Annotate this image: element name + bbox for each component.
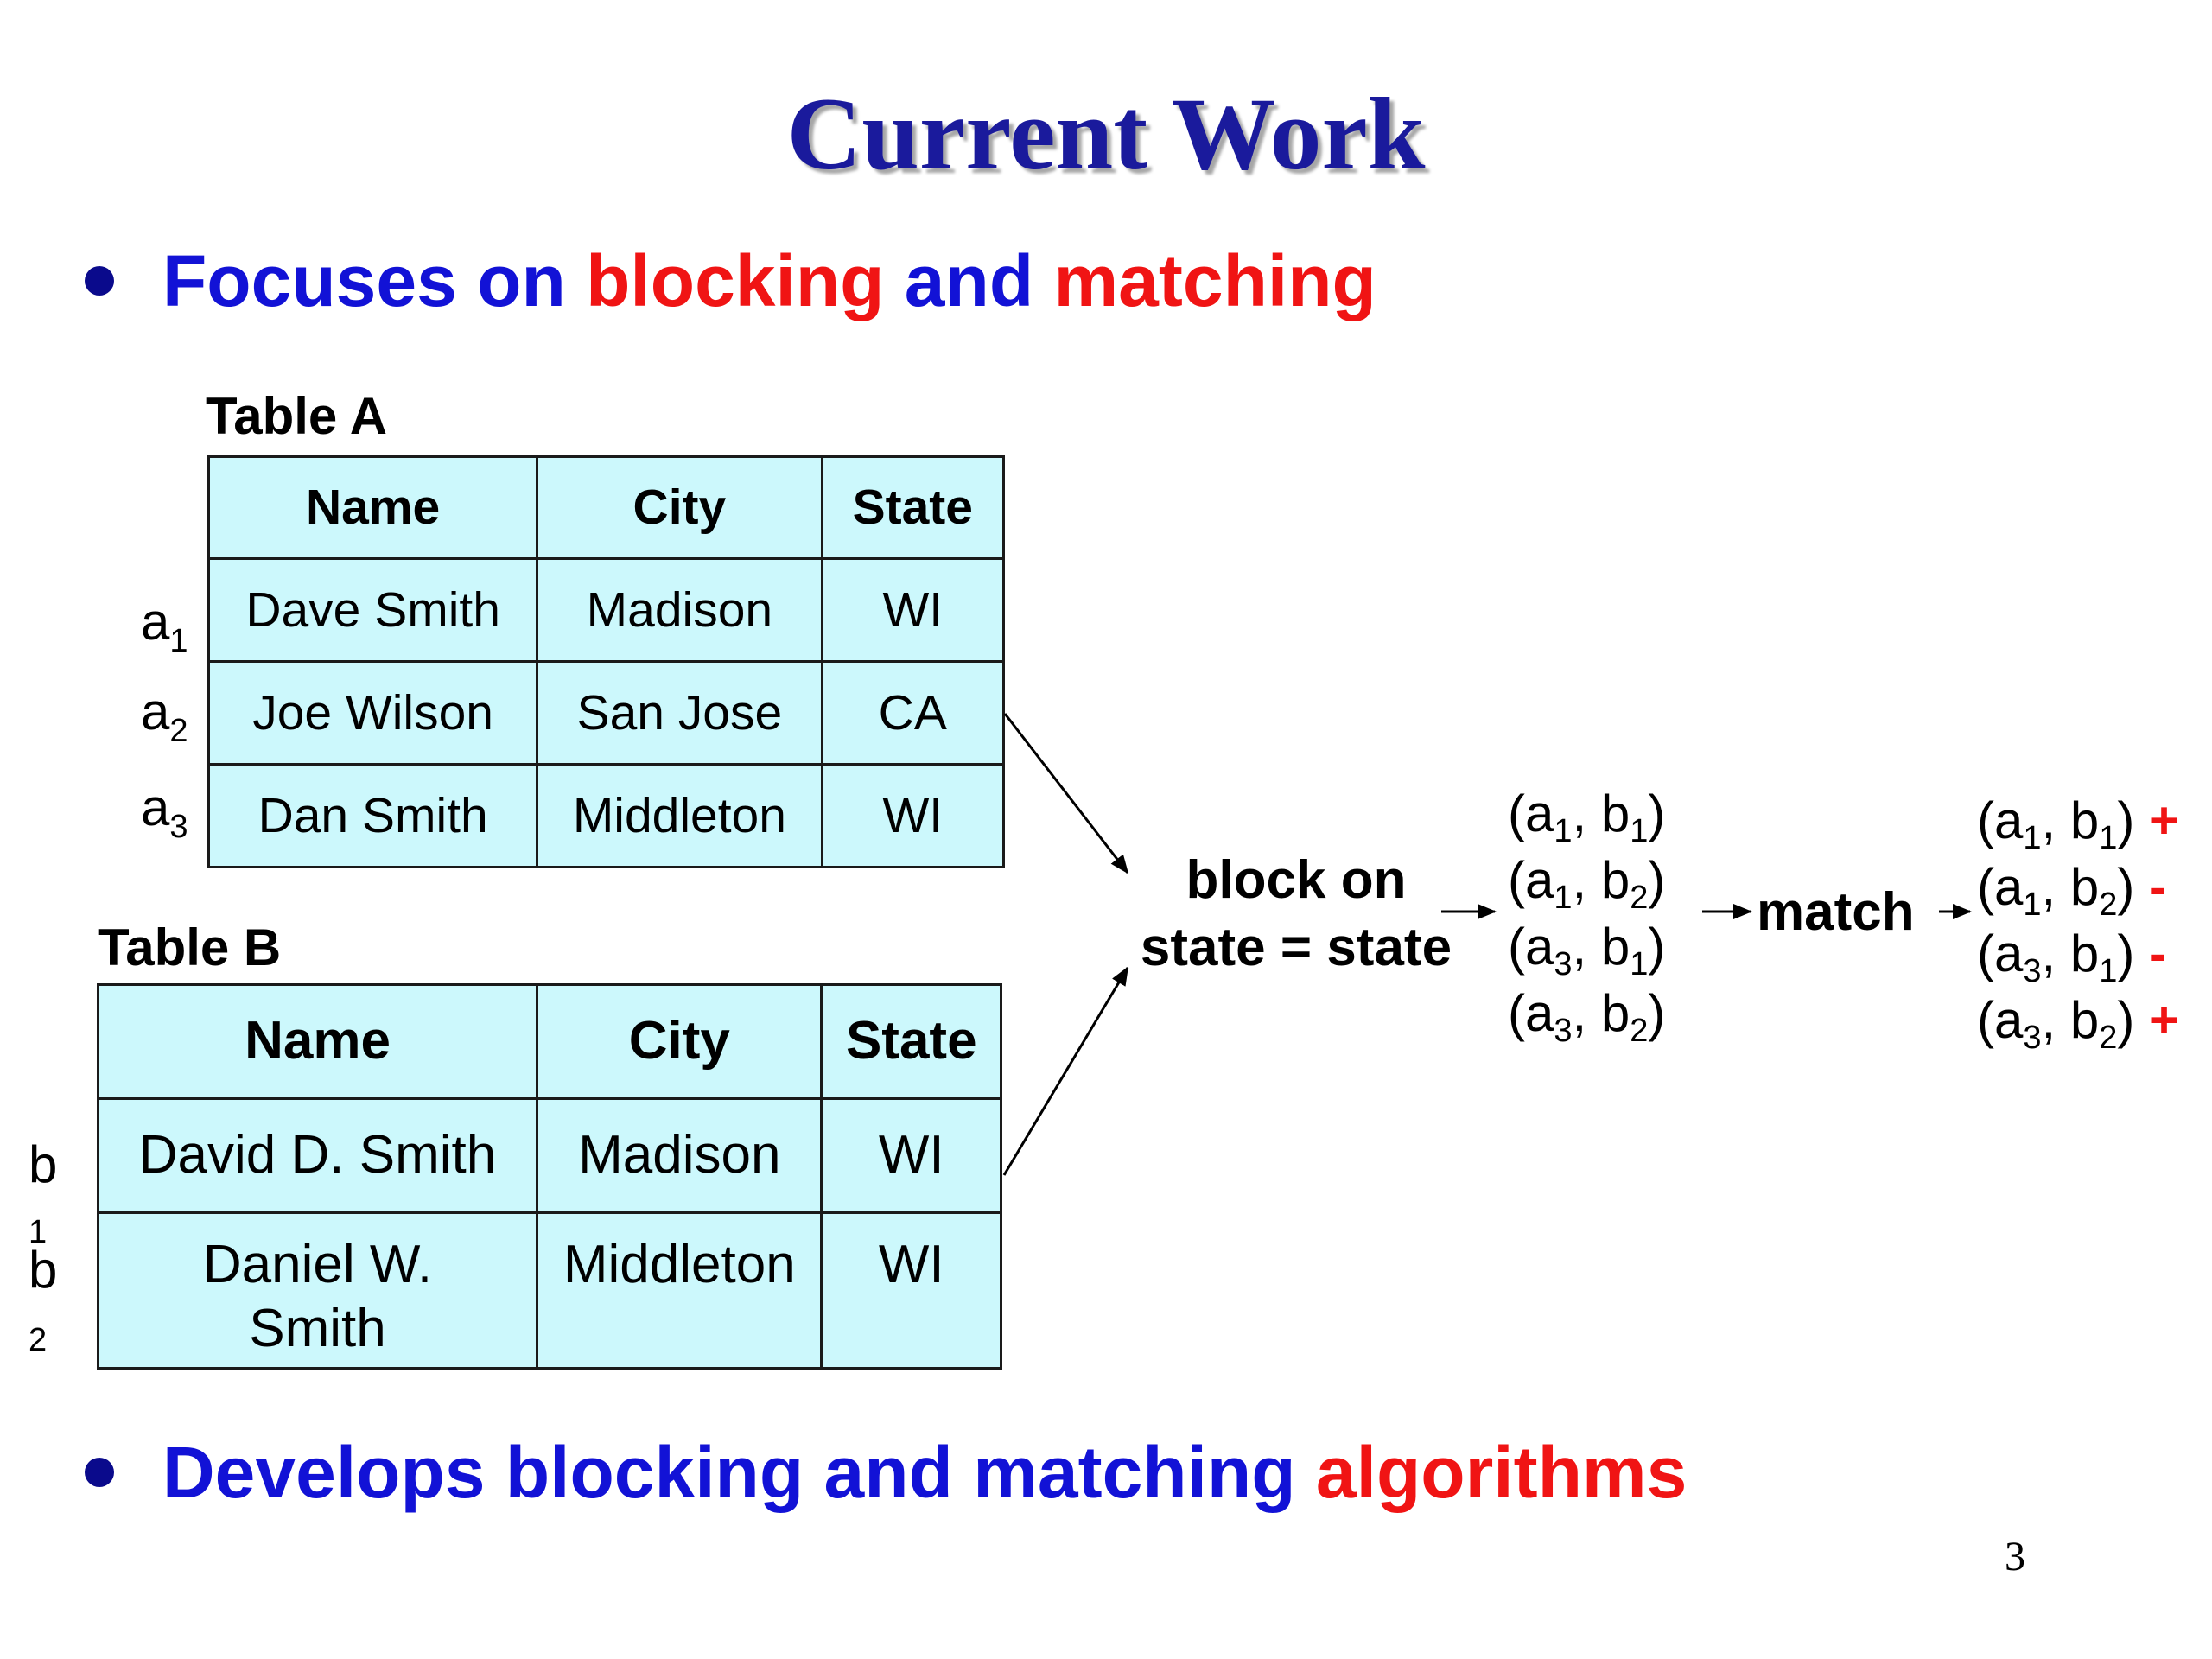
table-a: Name City State Dave Smith Madison WI Jo… [207, 455, 1006, 868]
table-b-cell-state: WI [820, 1097, 1002, 1214]
bullet-2: Develops blocking and matching algorithm… [162, 1436, 1687, 1509]
table-row: Dave Smith Madison WI [207, 557, 1006, 663]
row-label-a3: a3 [141, 779, 188, 845]
block-label-line-1: block on [1185, 850, 1407, 910]
bullet-1: Focuses on blocking and matching [162, 245, 1376, 317]
arrow-table-b-to-block [1002, 966, 1129, 1176]
candidate-pair: (a1, b1) [1508, 785, 1666, 849]
row-label-b1-sub: 1 [29, 1214, 48, 1250]
block-label: block on state = state [1132, 847, 1460, 982]
bullet-2-seg-2: algorithms [1315, 1432, 1688, 1513]
table-a-cell-name: Joe Wilson [207, 660, 539, 766]
candidate-pair: (a3, b2) [1508, 984, 1666, 1049]
table-a-cell-state: WI [820, 763, 1006, 868]
candidate-pair: (a3, b1) [1508, 918, 1666, 982]
match-result: (a3, b1) - [1977, 925, 2166, 989]
match-result: (a1, b1) + [1977, 791, 2180, 856]
table-a-header-name: Name [207, 455, 539, 560]
table-a-header-state: State [820, 455, 1006, 560]
table-a-header-row: Name City State [207, 455, 1006, 560]
page-number: 3 [2005, 1534, 2025, 1580]
table-b-header-name: Name [96, 983, 539, 1100]
match-result: (a3, b2) + [1977, 991, 2180, 1056]
match-result: (a1, b2) - [1977, 858, 2166, 923]
table-a-cell-city: Madison [536, 557, 823, 663]
arrow-table-a-to-block [1003, 713, 1129, 874]
table-row: Daniel W. Smith Middleton WI [96, 1211, 1002, 1370]
table-a-cell-state: CA [820, 660, 1006, 766]
bullet-1-seg-2: blocking [586, 240, 885, 321]
slide-title: Current Work [786, 76, 1426, 191]
row-label-a2: a2 [141, 683, 188, 749]
table-b: Name City State David D. Smith Madison W… [96, 983, 1002, 1370]
table-b-cell-city: Madison [536, 1097, 823, 1214]
block-label-line-2: state = state [1140, 918, 1452, 977]
table-b-header-state: State [820, 983, 1002, 1100]
candidate-pairs: (a1, b1) (a1, b2) (a3, b1) (a3, b2) [1508, 788, 1665, 1054]
table-row: David D. Smith Madison WI [96, 1097, 1002, 1214]
bullet-1-seg-4: matching [1053, 240, 1376, 321]
table-b-header-city: City [536, 983, 823, 1100]
candidate-pair: (a1, b2) [1508, 851, 1666, 916]
row-label-b2: b [29, 1241, 58, 1299]
table-b-cell-name: Daniel W. Smith [96, 1211, 539, 1370]
bullet-1-seg-3: and [884, 240, 1054, 321]
match-label: match [1757, 882, 1915, 942]
table-row: Joe Wilson San Jose CA [207, 660, 1006, 766]
table-a-cell-state: WI [820, 557, 1006, 663]
match-mark-positive: + [2149, 791, 2180, 849]
table-b-cell-name: David D. Smith [96, 1097, 539, 1214]
match-mark-negative: - [2149, 925, 2166, 982]
table-a-cell-name: Dave Smith [207, 557, 539, 663]
table-a-label: Table A [206, 387, 388, 445]
table-b-header-row: Name City State [96, 983, 1002, 1100]
match-results: (a1, b1) + (a1, b2) - (a3, b1) - (a3, b2… [1977, 795, 2179, 1061]
table-a-header-city: City [536, 455, 823, 560]
table-row: Dan Smith Middleton WI [207, 763, 1006, 868]
bullet-1-seg-1: Focuses on [162, 240, 587, 321]
table-a-cell-name: Dan Smith [207, 763, 539, 868]
table-b-cell-state: WI [820, 1211, 1002, 1370]
table-b-label: Table B [98, 918, 282, 976]
bullet-dot-2 [85, 1458, 114, 1487]
table-a-cell-city: Middleton [536, 763, 823, 868]
match-mark-positive: + [2149, 991, 2180, 1049]
bullet-2-seg-1: Develops blocking and matching [162, 1432, 1316, 1513]
match-mark-negative: - [2149, 858, 2166, 916]
row-label-b2-sub: 2 [29, 1322, 48, 1358]
row-label-a1: a1 [141, 593, 188, 659]
bullet-dot-1 [85, 266, 114, 296]
table-b-cell-city: Middleton [536, 1211, 823, 1370]
row-label-b1: b [29, 1135, 58, 1193]
table-a-cell-city: San Jose [536, 660, 823, 766]
